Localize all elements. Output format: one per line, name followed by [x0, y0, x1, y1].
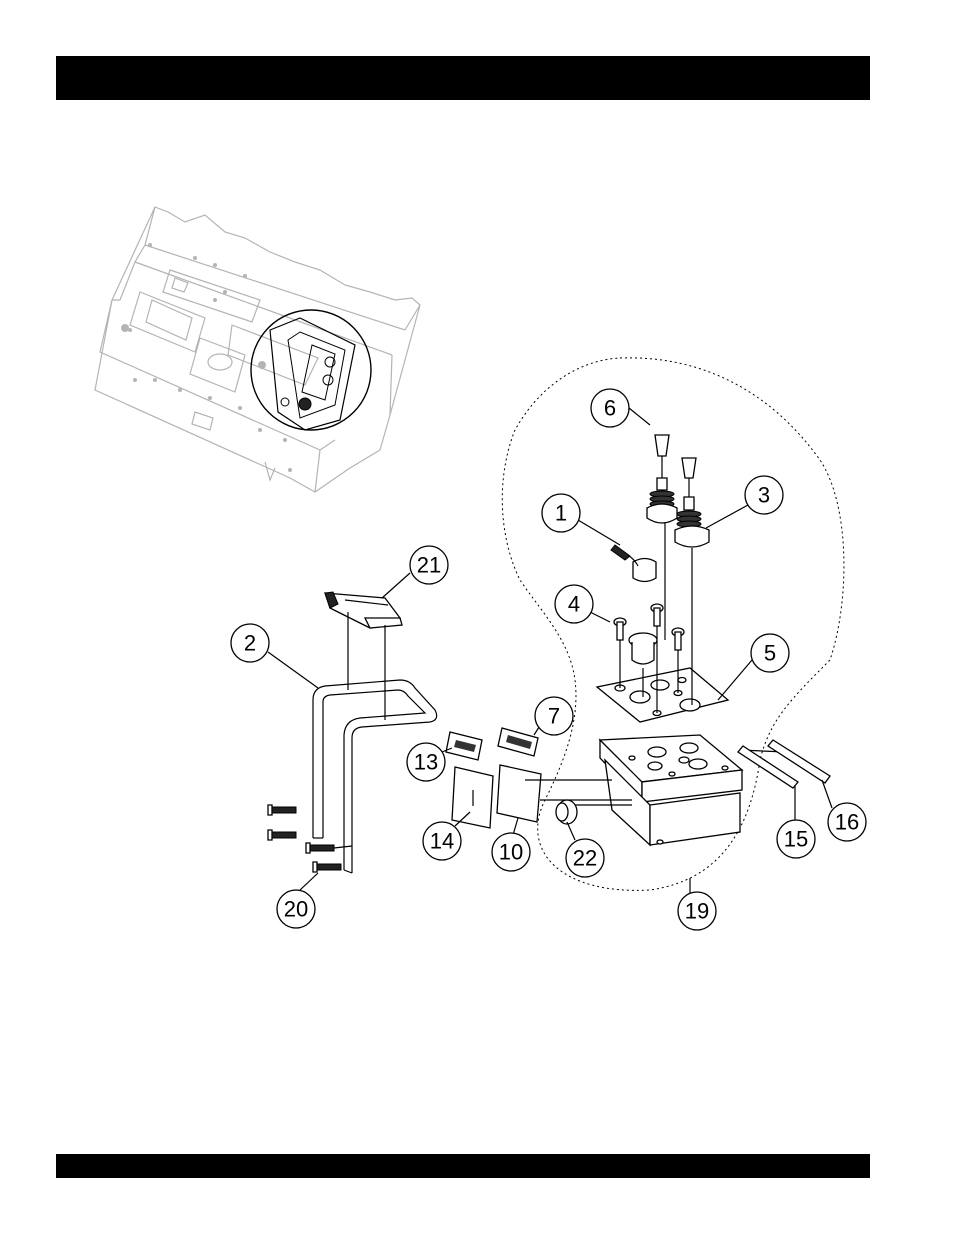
part-13-decal — [446, 732, 482, 760]
machine-overview-sketch — [95, 207, 420, 492]
callout-3-label: 3 — [758, 483, 770, 508]
callout-20-label: 20 — [284, 897, 308, 922]
callout-1: 1 — [542, 494, 580, 532]
callout-16: 16 — [828, 803, 866, 841]
callout-5: 5 — [751, 634, 789, 672]
callout-19: 19 — [678, 892, 716, 930]
detail-highlight-circle — [251, 310, 371, 430]
callout-10-label: 10 — [499, 840, 523, 865]
callout-4-label: 4 — [568, 592, 580, 617]
callout-22: 22 — [566, 839, 604, 877]
callout-13-label: 13 — [414, 750, 438, 775]
callout-2-label: 2 — [244, 631, 256, 656]
callout-13: 13 — [407, 743, 445, 781]
callout-15: 15 — [777, 820, 815, 858]
callout-6-label: 6 — [604, 396, 616, 421]
part-22-plug — [556, 800, 577, 824]
callout-3: 3 — [745, 476, 783, 514]
callout-21: 21 — [410, 546, 448, 584]
part-14-plate — [452, 767, 493, 828]
callout-10: 10 — [492, 833, 530, 871]
part-1-pilot-light — [611, 545, 656, 582]
callout-15-label: 15 — [784, 827, 808, 852]
callout-19-label: 19 — [685, 899, 709, 924]
callout-6: 6 — [591, 389, 629, 427]
callout-14: 14 — [423, 822, 461, 860]
callout-1-label: 1 — [555, 501, 567, 526]
callout-5-label: 5 — [764, 641, 776, 666]
part-10-plate — [497, 765, 541, 822]
callout-4: 4 — [555, 585, 593, 623]
callout-20: 20 — [277, 890, 315, 928]
callout-22-label: 22 — [573, 846, 597, 871]
callout-14-label: 14 — [430, 829, 454, 854]
part-5-gasket — [597, 668, 728, 722]
callout-21-label: 21 — [417, 553, 441, 578]
part-3-selector-knob — [675, 458, 709, 705]
callout-16-label: 16 — [835, 810, 859, 835]
part-20-screws — [268, 805, 352, 872]
callout-7: 7 — [535, 697, 573, 735]
callout-2: 2 — [231, 624, 269, 662]
part-21-clip — [325, 592, 402, 720]
part-7-decal — [498, 728, 538, 756]
callout-7-label: 7 — [548, 704, 560, 729]
